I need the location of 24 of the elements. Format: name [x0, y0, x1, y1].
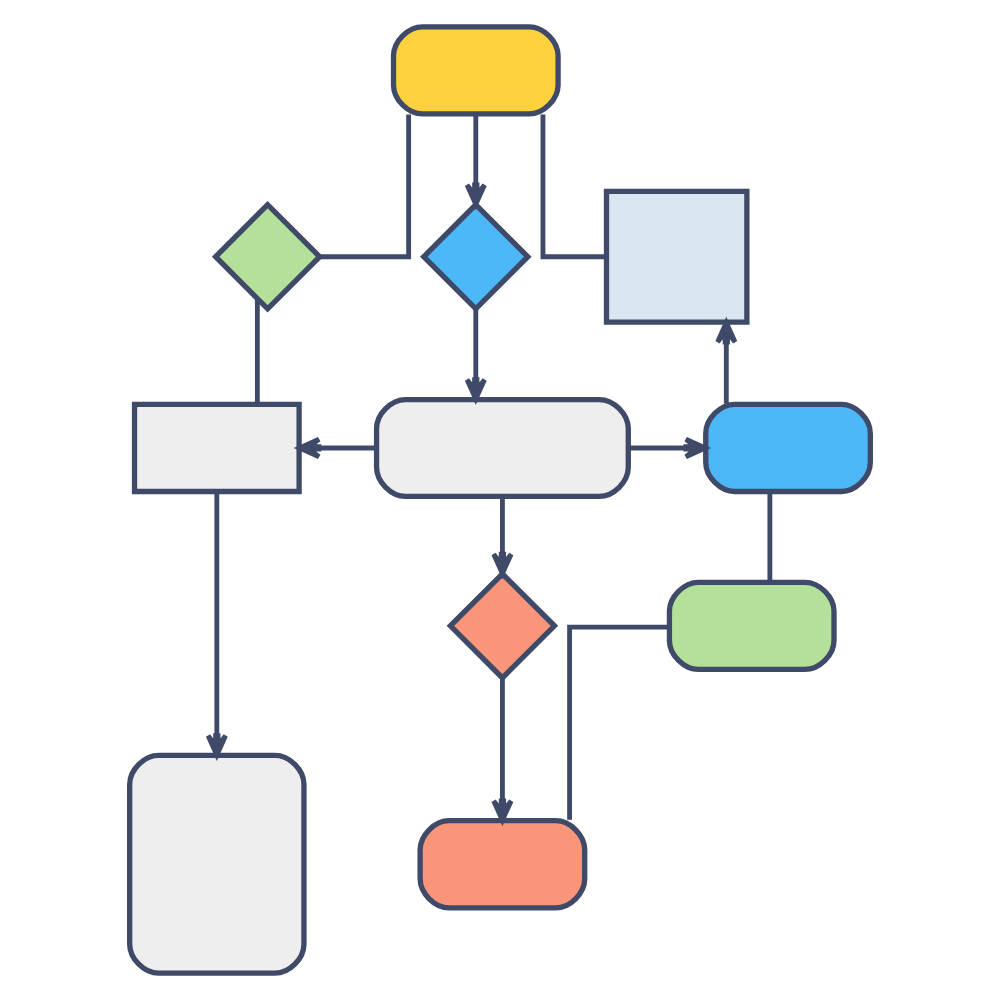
node-box	[390, 24, 561, 117]
connector	[320, 114, 412, 260]
connector	[567, 624, 670, 820]
node-box	[603, 188, 750, 325]
arrow	[464, 309, 487, 402]
node-box	[417, 818, 588, 911]
node-box	[703, 401, 873, 495]
arrow	[297, 436, 377, 460]
connector	[540, 114, 606, 260]
arrow	[491, 678, 514, 823]
node-box	[127, 752, 307, 976]
node-diamond	[420, 200, 532, 313]
node-diamond	[211, 200, 324, 313]
node-box	[131, 401, 302, 495]
arrow	[491, 496, 514, 576]
arrow	[205, 491, 228, 758]
node-box	[666, 579, 837, 673]
arrow	[715, 320, 738, 404]
connector	[254, 299, 260, 405]
arrow	[464, 114, 487, 207]
arrow	[628, 436, 708, 460]
connector	[767, 492, 773, 582]
node-diamond	[446, 570, 559, 682]
node-box	[373, 396, 631, 500]
